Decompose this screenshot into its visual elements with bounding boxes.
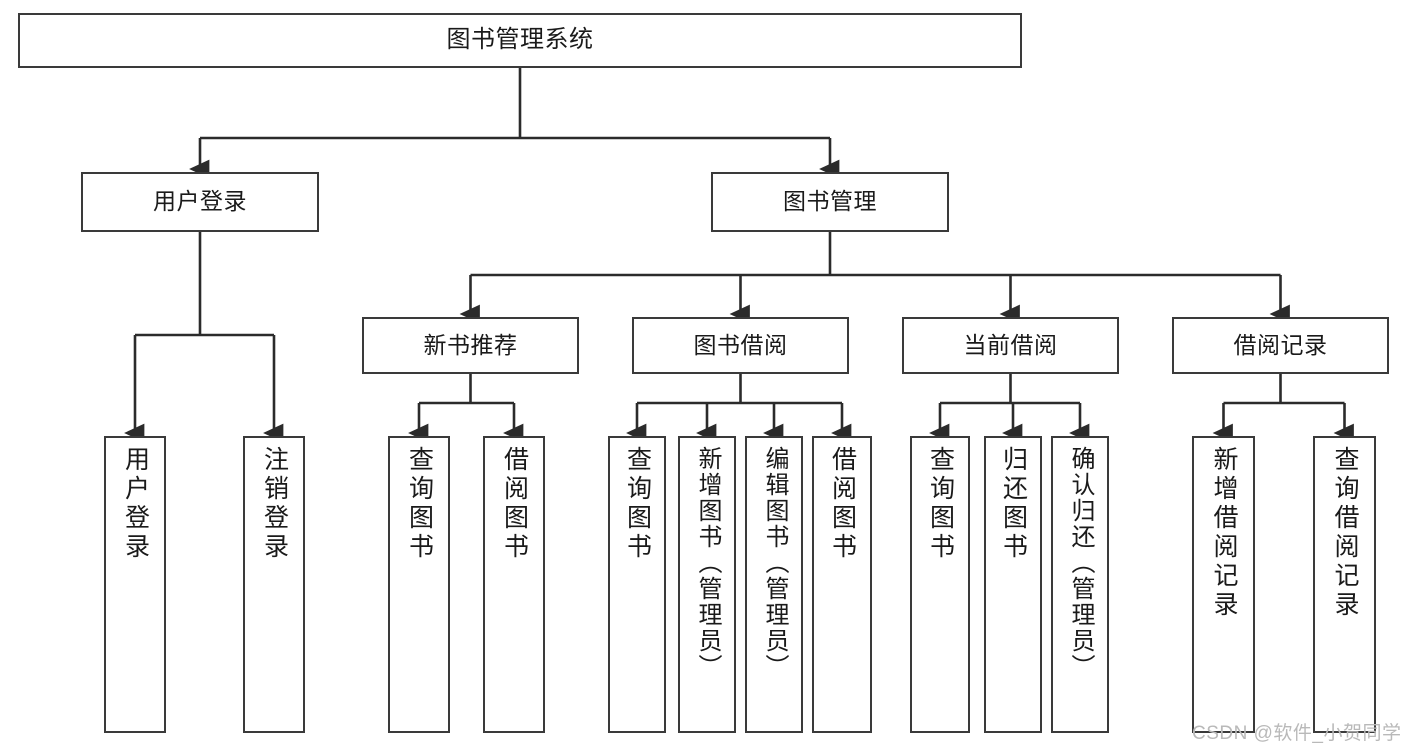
node-user-login[interactable]: 用户登录 [81, 172, 319, 232]
leaf-query-book-2-label: 查询图书 [623, 446, 652, 562]
leaf-user-logout-label: 注销登录 [260, 446, 289, 562]
leaf-query-book-3[interactable]: 查询图书 [910, 436, 970, 733]
node-new-book-recommend-label: 新书推荐 [423, 331, 518, 358]
node-borrow-record[interactable]: 借阅记录 [1172, 317, 1389, 374]
node-current-borrow-label: 当前借阅 [963, 331, 1058, 358]
leaf-query-book-3-label: 查询图书 [926, 446, 955, 562]
node-book-borrow[interactable]: 图书借阅 [632, 317, 849, 374]
leaf-user-login-label: 用户登录 [121, 446, 150, 562]
node-root-label: 图书管理系统 [446, 26, 594, 54]
leaf-user-login[interactable]: 用户登录 [104, 436, 166, 733]
leaf-borrow-book-1[interactable]: 借阅图书 [483, 436, 545, 733]
leaf-query-borrow-record[interactable]: 查询借阅记录 [1313, 436, 1376, 733]
leaf-add-borrow-record[interactable]: 新增借阅记录 [1192, 436, 1255, 733]
leaf-add-book[interactable]: 新增图书（管理员） [678, 436, 736, 733]
leaf-user-logout[interactable]: 注销登录 [243, 436, 305, 733]
leaf-return-book-label: 归还图书 [999, 446, 1028, 562]
node-new-book-recommend[interactable]: 新书推荐 [362, 317, 579, 374]
leaf-borrow-book-1-label: 借阅图书 [500, 446, 529, 562]
leaf-add-book-label: 新增图书（管理员） [694, 446, 721, 680]
leaf-query-book-1[interactable]: 查询图书 [388, 436, 450, 733]
node-borrow-record-label: 借阅记录 [1233, 331, 1328, 358]
leaf-borrow-book-2[interactable]: 借阅图书 [812, 436, 872, 733]
node-book-manage[interactable]: 图书管理 [711, 172, 949, 232]
leaf-edit-book[interactable]: 编辑图书（管理员） [745, 436, 803, 733]
leaf-add-borrow-record-label: 新增借阅记录 [1210, 446, 1238, 620]
leaf-query-book-2[interactable]: 查询图书 [608, 436, 666, 733]
leaf-query-borrow-record-label: 查询借阅记录 [1331, 446, 1359, 620]
leaf-edit-book-label: 编辑图书（管理员） [761, 446, 788, 680]
csdn-watermark: CSDN @软件_小贺同学 [1192, 723, 1402, 744]
leaf-borrow-book-2-label: 借阅图书 [828, 446, 857, 562]
leaf-return-book[interactable]: 归还图书 [984, 436, 1042, 733]
node-root[interactable]: 图书管理系统 [18, 13, 1022, 68]
leaf-confirm-return-label: 确认归还（管理员） [1067, 446, 1094, 680]
node-user-login-label: 用户登录 [153, 188, 247, 215]
leaf-confirm-return[interactable]: 确认归还（管理员） [1051, 436, 1109, 733]
node-book-manage-label: 图书管理 [783, 188, 877, 215]
leaf-query-book-1-label: 查询图书 [405, 446, 434, 562]
node-current-borrow[interactable]: 当前借阅 [902, 317, 1119, 374]
node-book-borrow-label: 图书借阅 [693, 331, 788, 358]
